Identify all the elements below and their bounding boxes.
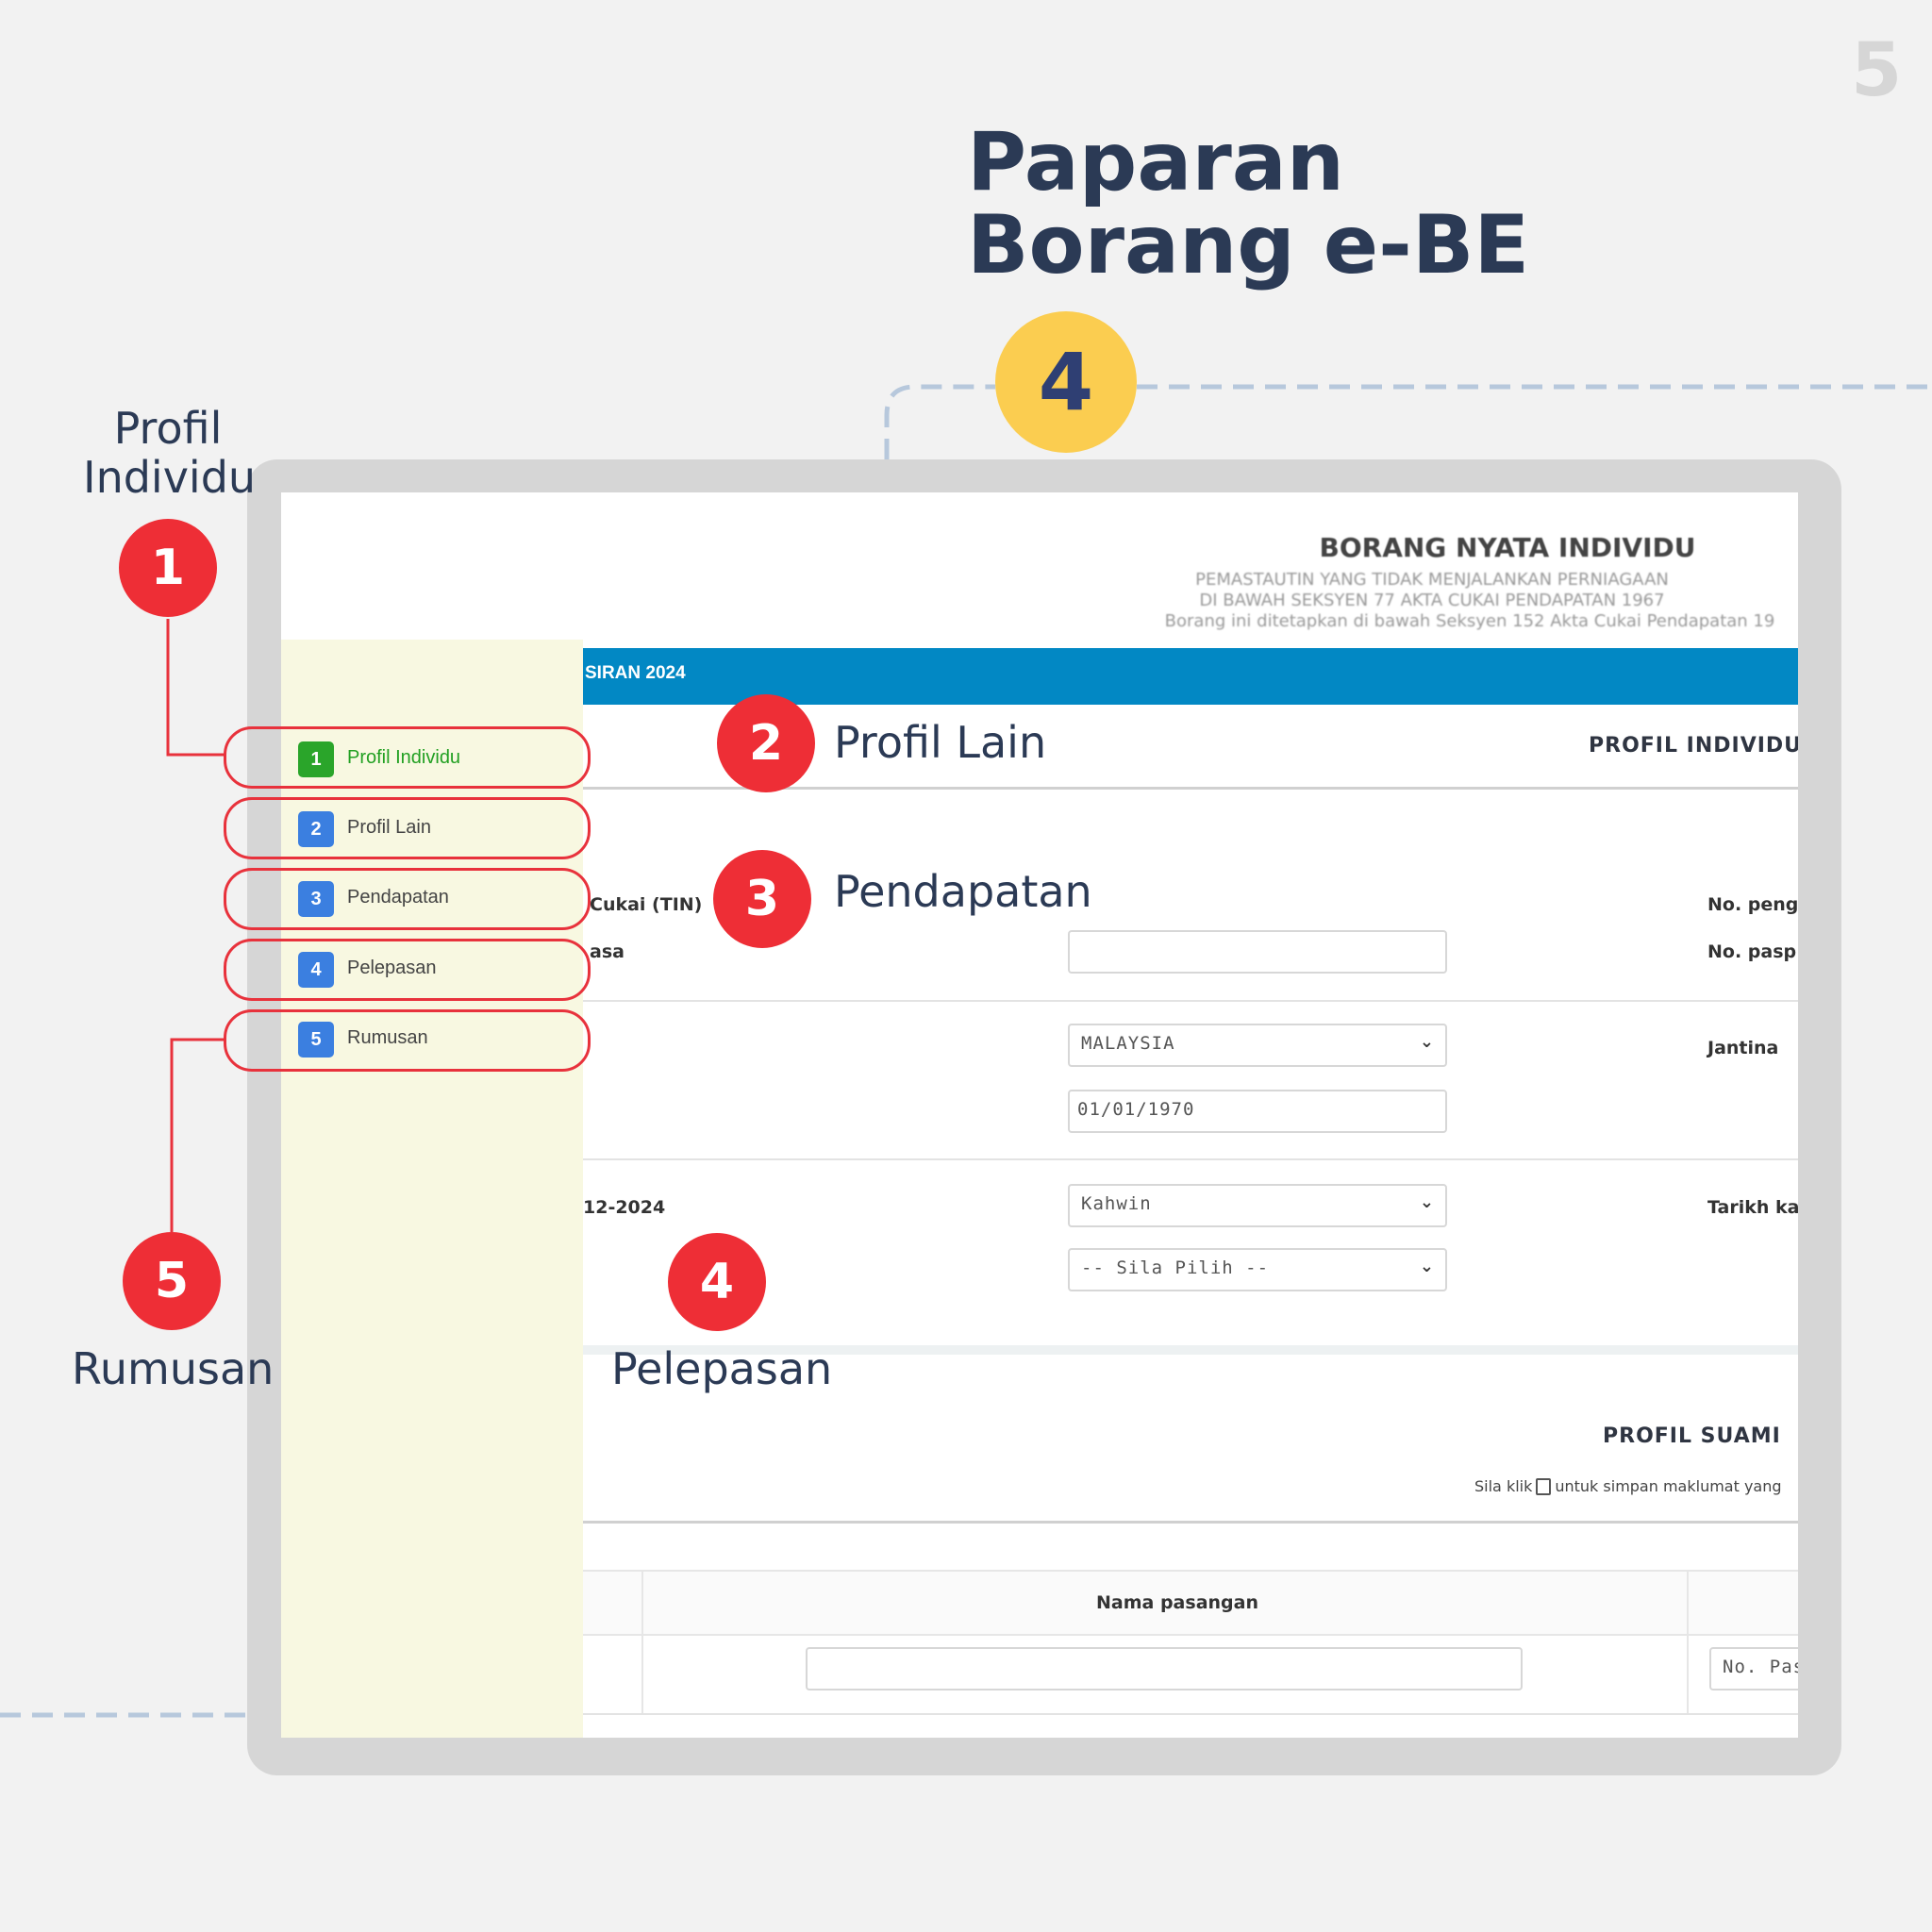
highlight-outline: [224, 939, 591, 1001]
callout-label-pelepasan: Pelepasan: [611, 1343, 833, 1394]
tin-label: Cukai (TIN): [590, 894, 703, 915]
step-number: 3: [298, 881, 334, 917]
step-number: 1: [298, 741, 334, 777]
divider: [583, 1000, 1798, 1002]
form-screenshot: BORANG NYATA INDIVIDU PEMASTAUTIN YANG T…: [281, 492, 1798, 1738]
callout-label-rumusan: Rumusan: [72, 1343, 275, 1394]
sidebar-item-label: Pendapatan: [347, 887, 449, 908]
highlight-outline: [224, 868, 591, 930]
highlight-outline: [224, 1009, 591, 1072]
no-pasport-input[interactable]: No. Pas: [1709, 1647, 1798, 1690]
divider: [583, 1521, 1798, 1524]
nama-pasangan-input[interactable]: [806, 1647, 1523, 1690]
save-hint: Sila klik untuk simpan maklumat yang: [1474, 1477, 1782, 1495]
country-select[interactable]: MALAYSIA ⌄: [1068, 1024, 1447, 1067]
page-title-line-2: Borang e-BE: [967, 198, 1530, 292]
table-col-divider: [1687, 1570, 1689, 1713]
divider: [583, 1713, 1798, 1715]
jantina-label: Jantina: [1707, 1038, 1779, 1058]
highlight-outline: [224, 797, 591, 859]
callout-3: 3: [713, 850, 811, 948]
marital-status-value: Kahwin: [1081, 1193, 1152, 1214]
save-hint-after: untuk simpan maklumat yang: [1555, 1477, 1782, 1495]
sidebar-item-profil-lain[interactable]: 2 Profil Lain: [298, 806, 581, 851]
divider: [583, 787, 1798, 790]
sidebar-item-pendapatan[interactable]: 3 Pendapatan: [298, 875, 581, 921]
chevron-down-icon: ⌄: [1419, 1192, 1434, 1212]
marital-status-select[interactable]: Kahwin ⌄: [1068, 1184, 1447, 1227]
birth-date-field[interactable]: 01/01/1970: [1068, 1090, 1447, 1133]
tarikh-kahwin-label: Tarikh kal: [1707, 1197, 1798, 1218]
banner-text: SIRAN 2024: [585, 663, 686, 683]
sidebar-item-label: Pelepasan: [347, 958, 437, 978]
form-subtitle-line: DI BAWAH SEKSYEN 77 AKTA CUKAI PENDAPATA…: [1199, 591, 1665, 610]
birth-date-value: 01/01/1970: [1077, 1099, 1195, 1120]
section-gap: [583, 1345, 1798, 1355]
section-title-profil-individu: PROFIL INDIVIDU: [1589, 734, 1798, 758]
no-pasport-label: No. pasp: [1707, 941, 1797, 962]
divider: [583, 1158, 1798, 1160]
table-col-divider: [641, 1570, 643, 1713]
step-number: 5: [298, 1022, 334, 1058]
table-header: [583, 1570, 1798, 1636]
sidebar-item-profil-individu[interactable]: 1 Profil Individu: [298, 736, 581, 781]
page-title-line-1: Paparan: [967, 115, 1345, 209]
callout-2: 2: [717, 694, 815, 792]
callout-4: 4: [668, 1233, 766, 1331]
no-pengenalan-label: No. peng: [1707, 894, 1798, 915]
form-subtitle-line: PEMASTAUTIN YANG TIDAK MENJALANKAN PERNI…: [1195, 570, 1669, 590]
sidebar-item-rumusan[interactable]: 5 Rumusan: [298, 1016, 581, 1061]
step-number: 4: [298, 952, 334, 988]
page-title: Paparan Borang e-BE: [967, 121, 1529, 287]
sidebar-item-label: Rumusan: [347, 1027, 428, 1048]
step-number-badge: 4: [995, 311, 1137, 453]
callout-5: 5: [123, 1232, 221, 1330]
sidebar-item-label: Profil Individu: [347, 747, 461, 768]
text-input[interactable]: [1068, 930, 1447, 974]
date-label: 12-2024: [583, 1197, 666, 1218]
sidebar-item-label: Profil Lain: [347, 817, 431, 838]
sidebar-item-pelepasan[interactable]: 4 Pelepasan: [298, 946, 581, 991]
callout-label-profil-lain: Profil Lain: [834, 717, 1047, 768]
assessment-year-banner: SIRAN 2024: [583, 648, 1798, 705]
choose-select-value: -- Sila Pilih --: [1081, 1257, 1270, 1278]
field-label: asa: [590, 941, 625, 962]
column-header-nama-pasangan: Nama pasangan: [1096, 1592, 1258, 1613]
form-subtitle-line: Borang ini ditetapkan di bawah Seksyen 1…: [1164, 611, 1775, 631]
step-number: 2: [298, 811, 334, 847]
choose-select[interactable]: -- Sila Pilih -- ⌄: [1068, 1248, 1447, 1291]
page-number: 5: [1851, 28, 1903, 113]
callout-1: 1: [119, 519, 217, 617]
form-title: BORANG NYATA INDIVIDU: [1319, 532, 1696, 563]
chevron-down-icon: ⌄: [1419, 1257, 1434, 1276]
callout-label-profil-individu: Profil Individu: [83, 403, 257, 503]
save-hint-before: Sila klik: [1474, 1477, 1533, 1495]
save-icon: [1536, 1478, 1552, 1495]
country-select-value: MALAYSIA: [1081, 1033, 1175, 1054]
section-title-profil-suami: PROFIL SUAMI: [1603, 1424, 1781, 1448]
chevron-down-icon: ⌄: [1419, 1032, 1434, 1052]
callout-label-pendapatan: Pendapatan: [834, 866, 1092, 917]
no-pasport-placeholder: No. Pas: [1723, 1657, 1798, 1677]
highlight-outline: [224, 726, 591, 789]
